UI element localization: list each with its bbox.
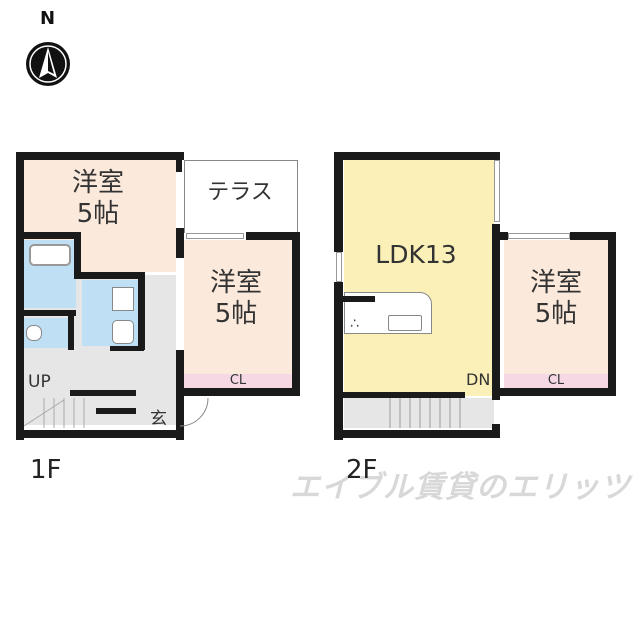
wall [492,224,500,400]
entrance-label: 玄 [150,409,167,429]
wall [608,232,616,396]
window [336,252,342,282]
wall [74,272,144,279]
wall [246,232,300,240]
wall [70,390,136,396]
bathtub-icon [29,244,71,266]
sink-icon [388,315,422,331]
wall [334,152,500,160]
ldk-floor [344,160,494,396]
stove-icon: ∴ [350,316,359,332]
wall [96,408,136,414]
wall [176,388,300,396]
wall [16,152,24,440]
wall [334,282,343,440]
floor-label-1f: 1F [30,455,62,485]
room-label-bedroom-2: 洋室 5帖 [209,268,262,330]
stairs-2f-floor [344,398,494,428]
stairs-down-label: DN [466,370,491,389]
bedroom-2-floor [184,240,292,376]
wall [16,232,80,239]
wall [570,232,616,240]
floor-label-2f: 2F [346,455,378,485]
watermark-logo: エイブル賃貸のエリッツ [290,470,631,505]
wall [138,272,145,350]
wall [68,310,74,350]
window [494,160,500,222]
closet-1f: CL [184,374,292,388]
wall [16,152,184,160]
compass-north-label: N [40,8,56,29]
wall [492,424,500,438]
wall [334,152,343,252]
terrace-floor [184,160,298,233]
wall [110,346,144,351]
stairs-2f-icon [389,398,461,428]
wall [74,232,81,278]
entrance-door-icon [180,397,209,427]
bedroom-3-floor [504,240,608,376]
bedroom-1-lower-floor [80,230,176,272]
wall [334,430,500,438]
wall [343,296,375,302]
wall [500,388,616,396]
washbasin-icon [112,287,134,311]
wall [16,310,76,316]
window [508,233,570,239]
wall [176,152,182,172]
wall [16,430,184,438]
toilet-icon [26,325,42,341]
room-label-terrace: テラス [207,180,273,205]
room-label-ldk: LDK13 [375,240,457,269]
compass: N [24,8,74,88]
window [186,233,244,239]
room-label-bedroom-3: 洋室 5帖 [529,268,582,330]
floor-plan-2f: ∴ CL LDK13 洋室 5帖 DN エイブル賃貸のエリッツ 2F [290,152,630,505]
stairs-up-label: UP [28,372,51,392]
wall [492,232,508,240]
floor-plan-1f: CL 洋室 5帖 テラス 洋室 5帖 UP 玄 1F [0,0,320,485]
washing-machine-icon [112,320,134,344]
closet-2f: CL [504,374,608,388]
room-label-bedroom-1: 洋室 5帖 [71,168,124,230]
wall [292,232,300,396]
north-arrow-icon [26,42,70,86]
wall [343,392,465,398]
stairs-1f-icon [24,398,85,428]
wall [176,228,184,258]
